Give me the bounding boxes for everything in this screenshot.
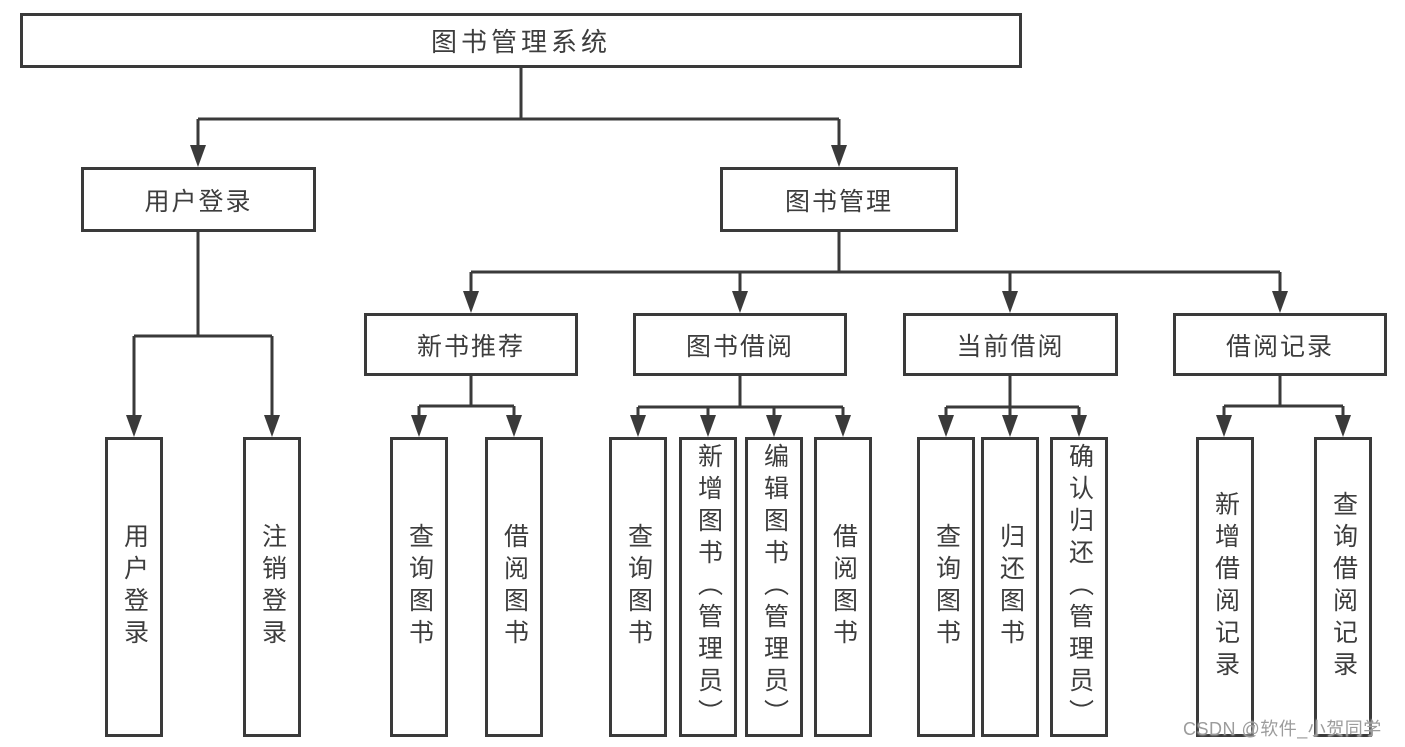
node-current-borrowing: 当前借阅 [903,313,1118,376]
node-label: 用户登录 [144,187,253,216]
leaf-query-books-3: 查询图书 [917,437,975,737]
node-label: 确认归还（管理员） [1065,443,1094,731]
node-label: 借阅图书 [829,523,858,651]
node-label: 查询图书 [405,523,434,651]
node-label: 当前借阅 [956,332,1065,361]
leaf-user-login: 用户登录 [105,437,163,737]
leaf-add-borrow-record: 新增借阅记录 [1196,437,1254,737]
node-label: 归还图书 [996,523,1025,651]
leaf-edit-books-admin: 编辑图书（管理员） [745,437,803,737]
node-label: 图书管理 [784,187,893,216]
node-user-login: 用户登录 [81,167,316,232]
leaf-borrow-books-2: 借阅图书 [814,437,872,737]
node-label: 查询图书 [624,523,653,651]
node-label: 借阅记录 [1225,332,1334,361]
node-label: 新增图书（管理员） [694,443,723,731]
node-label: 编辑图书（管理员） [760,443,789,731]
leaf-query-books-2: 查询图书 [609,437,667,737]
leaf-return-books: 归还图书 [981,437,1039,737]
node-label: 用户登录 [120,523,149,651]
node-label: 借阅图书 [500,523,529,651]
node-label: 新书推荐 [416,332,525,361]
leaf-query-books-1: 查询图书 [390,437,448,737]
node-label: 新增借阅记录 [1211,491,1240,683]
leaf-query-borrow-record: 查询借阅记录 [1314,437,1372,737]
node-label: 图书借阅 [685,332,794,361]
node-label: 查询借阅记录 [1329,491,1358,683]
leaf-logout: 注销登录 [243,437,301,737]
node-label: 查询图书 [932,523,961,651]
node-label: 注销登录 [258,523,287,651]
node-label: 图书管理系统 [430,27,611,57]
node-library-management-system: 图书管理系统 [20,13,1022,68]
leaf-confirm-return-admin: 确认归还（管理员） [1050,437,1108,737]
leaf-add-books-admin: 新增图书（管理员） [679,437,737,737]
node-book-borrowing: 图书借阅 [633,313,847,376]
leaf-borrow-books-1: 借阅图书 [485,437,543,737]
node-borrowing-records: 借阅记录 [1173,313,1387,376]
node-new-book-recommend: 新书推荐 [364,313,578,376]
watermark-text: CSDN @软件_小贺同学 [1183,719,1382,739]
node-book-management: 图书管理 [720,167,958,232]
